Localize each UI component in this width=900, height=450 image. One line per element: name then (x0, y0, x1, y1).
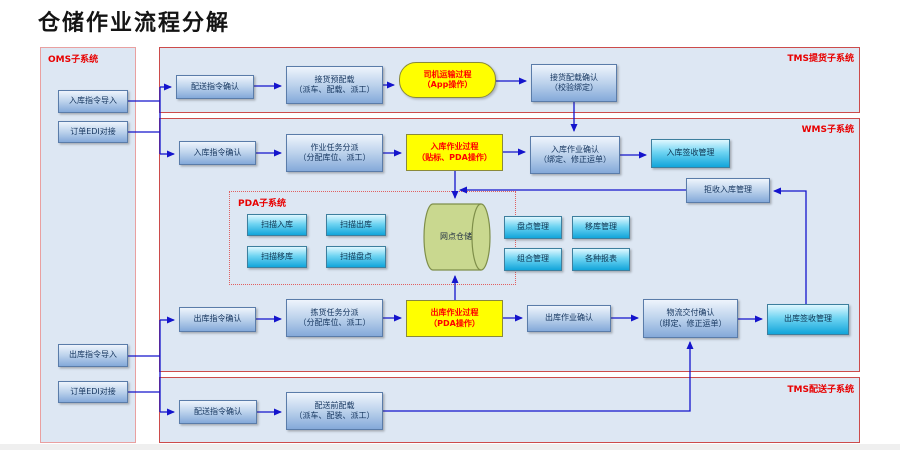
node-inbound-process: 入库作业过程（贴标、PDA操作） (406, 134, 503, 171)
warehouse-cylinder-label: 网点仓储 (440, 232, 472, 241)
panel-tms-delivery (159, 377, 860, 443)
node-count-mgmt: 盘点管理 (504, 216, 562, 239)
node-delivery-command-confirm: 配送指令确认 (176, 75, 254, 99)
node-scan-move: 扫描移库 (247, 246, 307, 268)
node-delivery-preload: 配送前配载（派车、配装、派工） (286, 392, 383, 430)
node-outbound-command-confirm: 出库指令确认 (179, 307, 256, 332)
node-receive-load-confirm: 接货配载确认（校验绑定） (531, 64, 617, 102)
panel-label-wms: WMS子系统 (801, 125, 854, 135)
panel-wms (159, 118, 860, 372)
node-move-mgmt: 移库管理 (572, 216, 630, 239)
panel-oms (40, 47, 136, 443)
node-inbound-command-confirm: 入库指令确认 (179, 141, 256, 165)
node-outbound-command-import: 出库指令导入 (58, 344, 128, 367)
node-task-dispatch: 作业任务分派（分配库位、派工） (286, 134, 383, 172)
node-combine-mgmt: 组合管理 (504, 248, 562, 271)
node-driver-transport-process: 司机运输过程（App操作） (399, 62, 496, 98)
node-delivery-command-confirm-2: 配送指令确认 (179, 400, 257, 424)
node-pick-task-dispatch: 拣货任务分派（分配库位、派工） (286, 299, 383, 337)
node-scan-inbound: 扫描入库 (247, 214, 307, 236)
node-logistics-delivery-confirm: 物流交付确认（绑定、修正运单） (643, 299, 738, 338)
panel-label-oms: OMS子系统 (48, 55, 99, 65)
node-reject-inbound-mgmt: 拒收入库管理 (686, 178, 770, 203)
node-inbound-op-confirm: 入库作业确认（绑定、修正运单） (530, 136, 620, 174)
node-pickup-preload: 接货预配载（派车、配载、派工） (286, 66, 383, 104)
page-title: 仓储作业流程分解 (38, 11, 231, 36)
node-order-edi-bottom: 订单EDI对接 (58, 381, 128, 403)
panel-tms-pickup (159, 47, 860, 113)
panel-label-tms-delivery: TMS配送子系统 (787, 385, 854, 395)
node-outbound-process: 出库作业过程（PDA操作） (406, 300, 503, 337)
node-scan-count: 扫描盘点 (326, 246, 386, 268)
node-reports: 各种报表 (572, 248, 630, 271)
node-inbound-sign-mgmt: 入库签收管理 (651, 139, 730, 168)
node-scan-outbound: 扫描出库 (326, 214, 386, 236)
node-order-edi-top: 订单EDI对接 (58, 121, 128, 143)
page-bottom-strip (0, 444, 900, 450)
panel-label-pda: PDA子系统 (238, 199, 287, 209)
panel-label-tms-pickup: TMS提货子系统 (787, 54, 854, 64)
node-outbound-op-confirm: 出库作业确认 (527, 305, 611, 332)
node-outbound-sign-mgmt: 出库签收管理 (767, 304, 849, 335)
node-inbound-command-import: 入库指令导入 (58, 90, 128, 113)
